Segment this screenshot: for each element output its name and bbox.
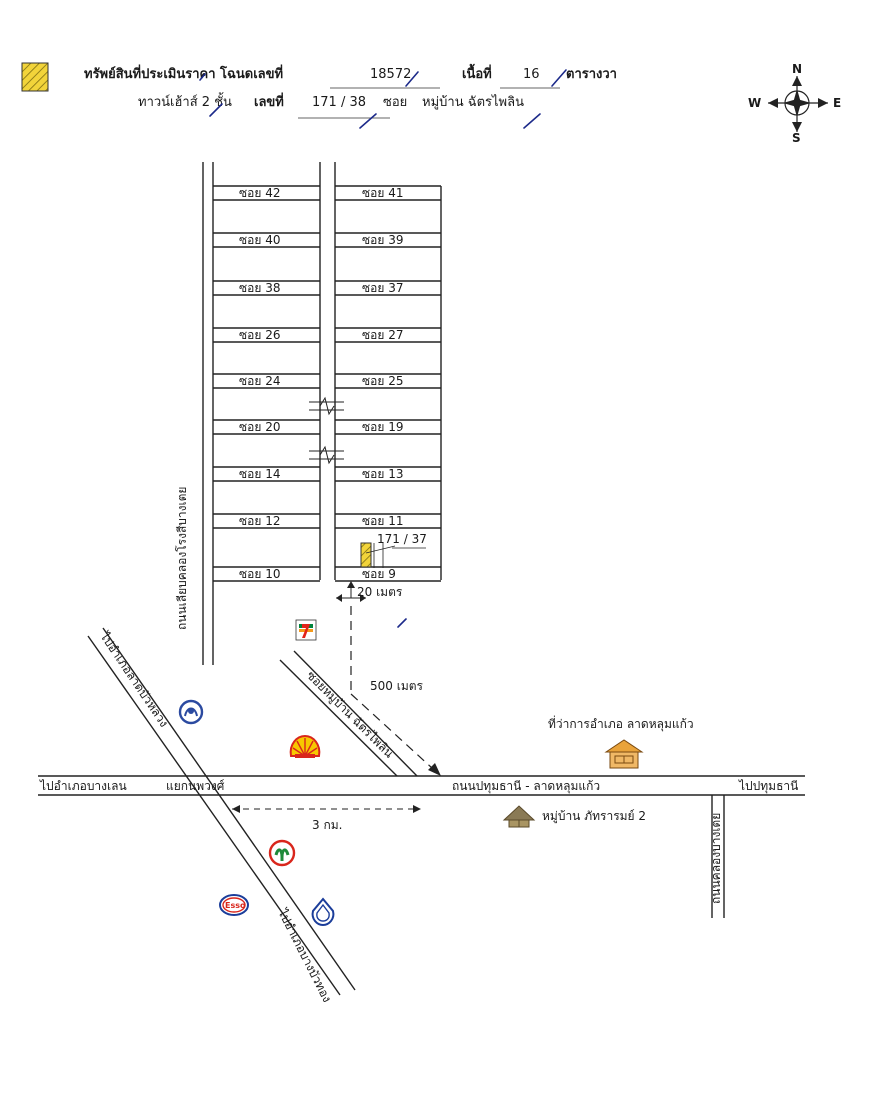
compass-s: S	[792, 131, 801, 145]
svg-text:Esso: Esso	[225, 901, 246, 910]
soi-left-label: ซอย 26	[239, 328, 280, 342]
header-building-type: ทาวน์เฮ้าส์ 2 ชั้น	[138, 92, 232, 110]
compass-icon	[768, 76, 828, 132]
esso-station-icon: Esso	[219, 894, 249, 916]
header-area-label: เนื้อที่	[462, 63, 492, 82]
header-deed-label: ทรัพย์สินที่ประเมินราคา โฉนดเลขที่	[84, 64, 283, 82]
pen-check-marks	[199, 69, 567, 129]
subject-plot	[360, 542, 426, 568]
header-soi-label: ซอย	[383, 95, 407, 110]
header-deed-number: 18572	[370, 67, 411, 82]
bangchak-station-icon	[311, 897, 335, 927]
seven-eleven-icon	[295, 619, 317, 641]
header-house-no-label: เลขที่	[254, 92, 284, 110]
soi-left-label: ซอย 14	[239, 467, 280, 481]
right-road-label: ถนนคลองบางเตย	[709, 813, 723, 904]
distance-500m: 500 เมตร	[370, 679, 424, 693]
soi-right-label: ซอย 19	[362, 420, 403, 434]
right-vertical-road	[711, 795, 725, 918]
road-break-marks	[309, 396, 344, 465]
soi-right-label: ซอย 37	[362, 281, 403, 295]
soi-right-label: ซอย 41	[362, 186, 403, 200]
district-office-icon	[604, 739, 644, 769]
soi-right-label: ซอย 11	[362, 514, 403, 528]
soi-left-label: ซอย 42	[239, 186, 280, 200]
main-road-label: ถนนปทุมธานี - ลาดหลุมแก้ว	[452, 779, 600, 794]
soi-right-label: ซอย 27	[362, 328, 403, 342]
dimension-3km	[232, 805, 421, 813]
district-office-label: ที่ว่าการอำเภอ ลาดหลุมแก้ว	[548, 715, 694, 732]
shell-station-icon	[289, 734, 321, 758]
soi-left-label: ซอย 40	[239, 233, 280, 247]
soi-right-label: ซอย 25	[362, 374, 403, 388]
to-ladbualuang-label: ไปอำเภอลาดบัวหลวง	[97, 629, 171, 730]
soi-left-label: ซอย 20	[239, 420, 280, 434]
main-road	[38, 775, 805, 796]
ptt-station-icon	[178, 699, 204, 725]
to-banglen-label: ไปอำเภอบางเลน	[39, 779, 127, 793]
header-house-no: 171 / 38	[312, 95, 366, 110]
header-area-unit: ตารางวา	[566, 67, 617, 82]
village-soi-road	[279, 650, 418, 777]
left-road-label: ถนนเลียบคลองโรงสีบางเตย	[175, 487, 189, 630]
header-village: หมู่บ้าน ฉัตรไพลิน	[422, 94, 524, 110]
plot-label: 171 / 37	[377, 532, 427, 546]
soi-right-label: ซอย 9	[362, 567, 396, 581]
soi-rows: ซอย 42 ซอย 41 ซอย 40 ซอย 39 ซอย 38 ซอย 37 ซอย …	[213, 185, 441, 582]
diagonal-road	[87, 627, 356, 996]
village-2-label: หมู่บ้าน ภัทรารมย์ 2	[542, 809, 646, 824]
route-500m	[350, 606, 441, 776]
soi-left-label: ซอย 38	[239, 281, 280, 295]
to-pathum-label: ไปปทุมธานี	[738, 779, 798, 794]
soi-left-label: ซอย 24	[239, 374, 280, 388]
compass-n: N	[792, 62, 802, 76]
soi-right-label: ซอย 13	[362, 467, 403, 481]
soi-right-label: ซอย 39	[362, 233, 403, 247]
compass-e: E	[833, 96, 841, 110]
pt-station-icon	[268, 839, 296, 867]
distance-3km: 3 กม.	[312, 818, 342, 832]
soi-left-label: ซอย 12	[239, 514, 280, 528]
header-area-value: 16	[523, 67, 540, 82]
compass-w: W	[748, 96, 761, 110]
village-house-icon	[502, 805, 536, 828]
distance-20m: 20 เมตร	[357, 585, 403, 599]
dimension-20m	[336, 581, 366, 602]
soi-left-label: ซอย 10	[239, 567, 280, 581]
legend-swatch	[21, 62, 49, 92]
